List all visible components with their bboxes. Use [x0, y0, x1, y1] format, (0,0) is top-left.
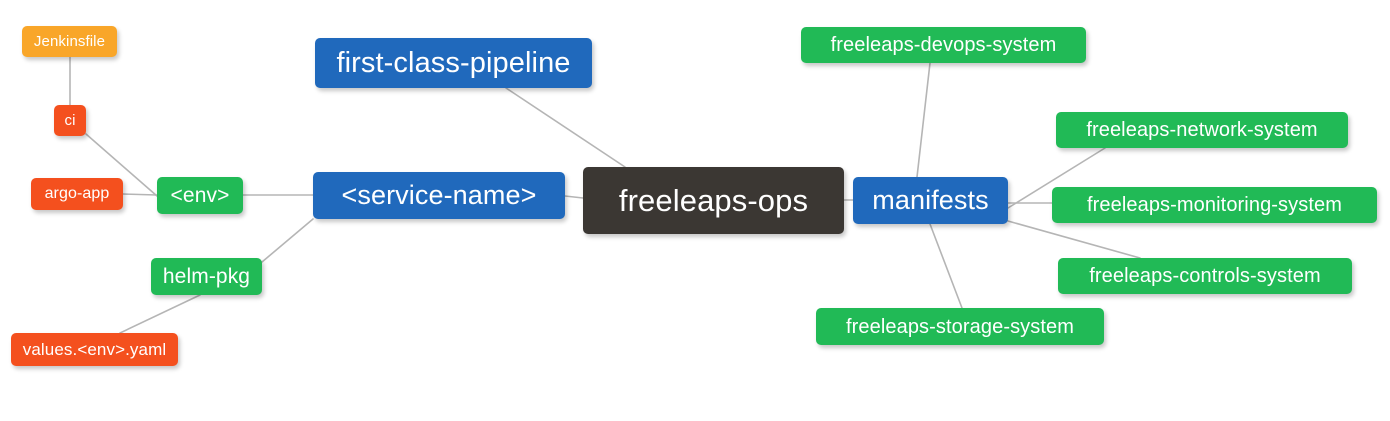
mindmap-node-freeleaps-monitoring-system[interactable]: freeleaps-monitoring-system [1052, 187, 1377, 223]
mindmap-node-freeleaps-devops-system[interactable]: freeleaps-devops-system [801, 27, 1086, 63]
mindmap-node-label-freeleaps-monitoring-system: freeleaps-monitoring-system [1086, 194, 1342, 216]
mindmap-node-helm-pkg[interactable]: helm-pkg [151, 258, 262, 295]
mindmap-node-label-ci: ci [64, 112, 76, 129]
mindmap-node-label-freeleaps-network-system: freeleaps-network-system [1086, 119, 1318, 141]
mindmap-node-label-helm-pkg: helm-pkg [162, 265, 251, 288]
edge-manifests-to-freeleaps-controls-system [1007, 220, 1141, 259]
mindmap-node-manifests[interactable]: manifests [853, 177, 1008, 224]
mindmap-node-ci[interactable]: ci [54, 105, 86, 136]
edge-manifests-to-freeleaps-devops-system [916, 62, 931, 178]
mindmap-node-label-freeleaps-ops: freeleaps-ops [618, 183, 809, 218]
mindmap-node-values-env-yaml[interactable]: values.<env>.yaml [11, 333, 178, 366]
edge-manifests-to-freeleaps-storage-system [929, 223, 963, 309]
mindmap-node-label-freeleaps-storage-system: freeleaps-storage-system [845, 315, 1075, 338]
mindmap-node-label-manifests: manifests [872, 185, 989, 215]
mindmap-node-label-argo-app: argo-app [44, 185, 110, 202]
mindmap-node-freeleaps-ops[interactable]: freeleaps-ops [583, 167, 844, 234]
mindmap-node-freeleaps-network-system[interactable]: freeleaps-network-system [1056, 112, 1348, 148]
mindmap-node-argo-app[interactable]: argo-app [31, 178, 123, 210]
mindmap-node-label-jenkinsfile: Jenkinsfile [33, 33, 106, 50]
mindmap-node-label-values-env-yaml: values.<env>.yaml [22, 340, 167, 359]
mindmap-node-service-name[interactable]: <service-name> [313, 172, 565, 219]
mindmap-node-first-class-pipeline[interactable]: first-class-pipeline [315, 38, 592, 88]
mindmap-node-label-first-class-pipeline: first-class-pipeline [336, 46, 571, 79]
mindmap-node-label-freeleaps-controls-system: freeleaps-controls-system [1089, 265, 1321, 287]
mindmap-node-label-freeleaps-devops-system: freeleaps-devops-system [830, 34, 1057, 56]
mindmap-node-freeleaps-controls-system[interactable]: freeleaps-controls-system [1058, 258, 1352, 294]
edge-argo-app-to-env [122, 193, 158, 196]
mindmap-node-jenkinsfile[interactable]: Jenkinsfile [22, 26, 117, 57]
mindmap-node-freeleaps-storage-system[interactable]: freeleaps-storage-system [816, 308, 1104, 345]
edge-service-name-to-freeleaps-ops [564, 195, 584, 199]
mindmap-node-label-env: <env> [170, 184, 230, 207]
mindmap-node-env[interactable]: <env> [157, 177, 243, 214]
edge-first-class-pipeline-to-freeleaps-ops [505, 87, 626, 168]
mindmap-node-label-service-name: <service-name> [341, 180, 537, 210]
edge-helm-pkg-to-values-env-yaml [119, 294, 201, 334]
edge-service-name-to-helm-pkg [261, 218, 314, 263]
